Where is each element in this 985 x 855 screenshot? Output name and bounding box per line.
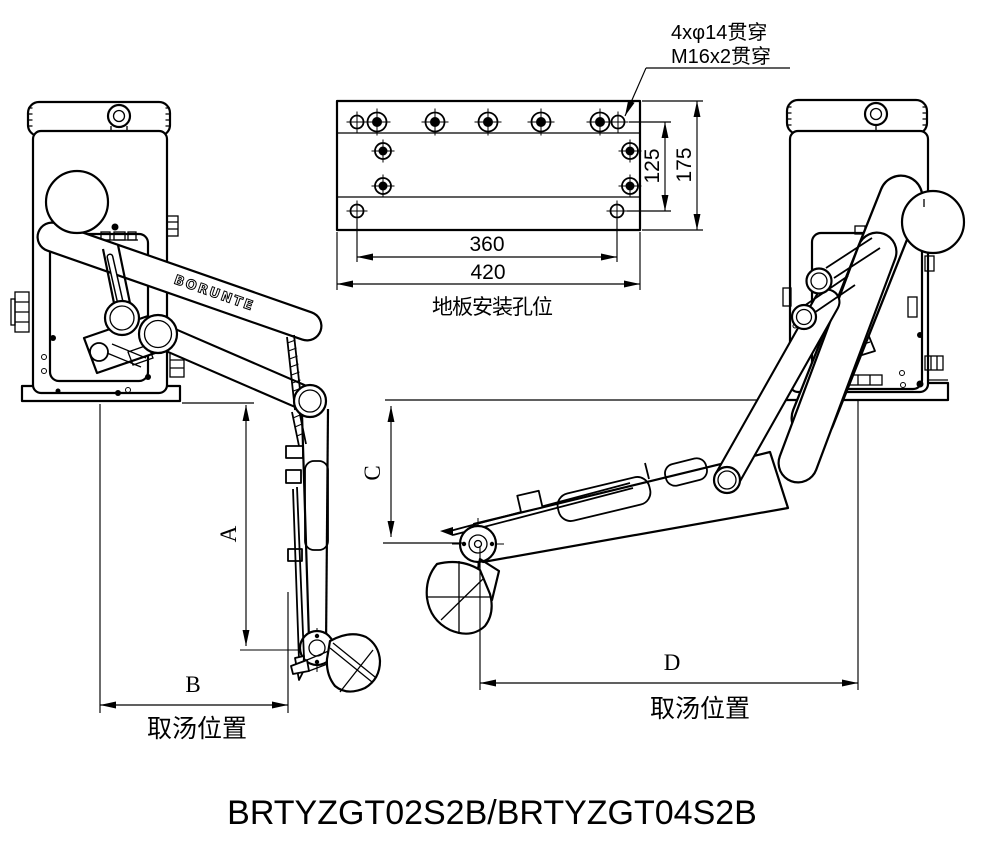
dim-B: B xyxy=(100,592,289,713)
model-title: BRTYZGT02S2B/BRTYZGT04S2B xyxy=(227,794,757,832)
right-view-caption: 取汤位置 xyxy=(650,695,750,723)
dim-360-label: 360 xyxy=(469,233,504,256)
dim-125-label: 125 xyxy=(641,148,664,183)
plate-top-view: 4xφ14贯穿 M16x2贯穿 360 420 125 175 xyxy=(335,21,790,319)
hole-note-line2: M16x2贯穿 xyxy=(671,45,771,68)
ladle-bowl xyxy=(325,633,382,693)
left-view-caption: 取汤位置 xyxy=(147,715,247,743)
dim-420-label: 420 xyxy=(470,261,505,284)
left-side-view: BORUNTE xyxy=(10,100,382,743)
dim-420: 420 xyxy=(336,232,641,290)
dim-175: 175 xyxy=(642,100,703,231)
motor-housing xyxy=(44,169,110,235)
dim-360: 360 xyxy=(356,219,618,262)
dim-C-label: C xyxy=(360,465,385,480)
dim-D: D xyxy=(479,546,858,690)
hole-note-line1: 4xφ14贯穿 xyxy=(671,21,767,44)
dim-A: A xyxy=(216,405,250,646)
plate-caption: 地板安装孔位 xyxy=(432,296,553,319)
dim-B-label: B xyxy=(185,672,200,697)
right-side-view: C D 取汤位置 xyxy=(360,98,966,723)
dim-125: 125 xyxy=(627,121,671,212)
dim-C: C xyxy=(360,406,463,544)
dim-D-label: D xyxy=(664,650,681,675)
dim-A-label: A xyxy=(216,525,241,542)
motor-housing xyxy=(900,189,966,255)
eye-bolt-icon xyxy=(106,103,132,129)
dim-175-label: 175 xyxy=(673,147,696,182)
hole-note: 4xφ14贯穿 M16x2贯穿 xyxy=(624,21,790,117)
eye-bolt-icon xyxy=(863,101,889,127)
